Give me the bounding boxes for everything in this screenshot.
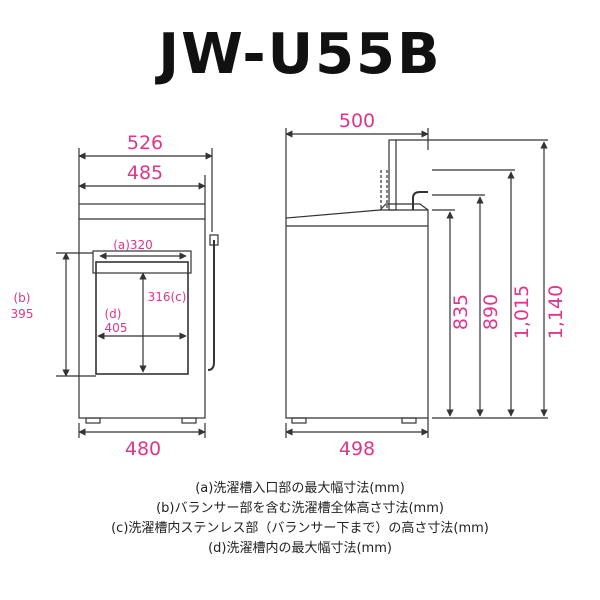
note-a: (a)洗濯槽入口部の最大幅寸法(mm)	[195, 481, 405, 496]
front-view	[56, 148, 219, 438]
label-drum-width-value: 405	[105, 321, 128, 335]
label-height-1015: 1,015	[511, 285, 533, 339]
label-height-1140: 1,140	[545, 285, 567, 339]
side-faucet-pipe	[388, 139, 397, 211]
label-base-width: 480	[125, 438, 161, 460]
front-foot-right	[181, 417, 197, 424]
label-total-width: 526	[127, 132, 163, 154]
side-foot-back	[401, 417, 417, 424]
dimension-notes: (a)洗濯槽入口部の最大幅寸法(mm) (b)バランサー部を含む洗濯槽全体高さ寸…	[0, 479, 600, 559]
side-hose-elbow	[412, 191, 428, 210]
note-c: (c)洗濯槽内ステンレス部（バランサー下まで）の高さ寸法(mm)	[111, 521, 489, 536]
side-control-panel	[379, 203, 429, 211]
product-model-title: JW-U55B	[158, 22, 442, 87]
note-d: (d)洗濯槽内の最大幅寸法(mm)	[208, 541, 392, 556]
side-body-outline	[285, 209, 429, 419]
label-body-width: 485	[127, 162, 163, 184]
label-base-depth: 498	[339, 438, 375, 460]
front-body-outline	[78, 203, 206, 419]
front-drum-outline	[95, 261, 189, 375]
label-top-depth: 500	[339, 110, 375, 132]
note-b: (b)バランサー部を含む洗濯槽全体高さ寸法(mm)	[156, 501, 444, 516]
label-opening-width: (a)320	[113, 238, 153, 252]
front-hose-connector	[209, 234, 219, 246]
front-drain-hose	[207, 240, 215, 371]
side-foot-front	[291, 417, 307, 424]
label-drum-width-letter: (d)	[105, 307, 122, 321]
label-balancer-letter: (b)	[14, 291, 31, 305]
label-height-835: 835	[450, 294, 472, 330]
label-balancer-value: 395	[11, 307, 34, 321]
label-drum-height: 316(c)	[148, 290, 187, 304]
front-foot-left	[85, 417, 101, 424]
label-height-890: 890	[480, 294, 502, 330]
side-view	[285, 128, 548, 438]
